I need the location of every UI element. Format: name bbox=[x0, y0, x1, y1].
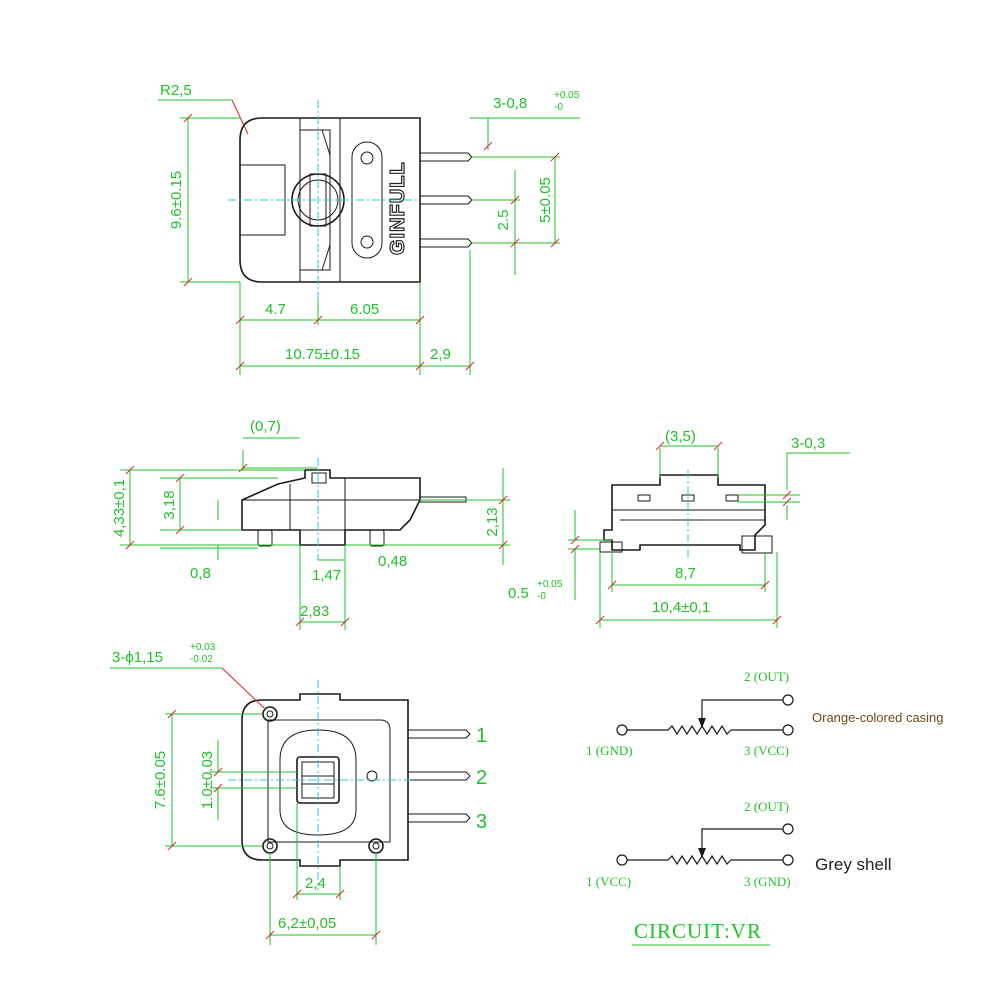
schematic-grey: 2 (OUT) 1 (VCC) 3 (GND) Grey shell bbox=[586, 799, 892, 889]
sch-b-note: Grey shell bbox=[815, 855, 892, 874]
dim-pin-width: 3-0,8 bbox=[493, 95, 527, 112]
brand-label: GINFULL bbox=[387, 161, 409, 255]
dim-hole-span: 6,2±0,05 bbox=[278, 915, 336, 932]
dim-pin-width-tol-up: +0.05 bbox=[554, 90, 580, 101]
sch-b-p3: 3 (GND) bbox=[744, 874, 791, 889]
dim-width-right: 6.05 bbox=[350, 301, 379, 318]
bottom-view: 1 2 3 3-ϕ1,15 +0.03 -0.02 7.6±0.05 1.0±0… bbox=[110, 642, 487, 945]
dim-end-standoff: 0.5 bbox=[508, 585, 529, 602]
dim-end-outer: 10,4±0,1 bbox=[652, 599, 710, 616]
dim-end-inner: 8,7 bbox=[675, 565, 696, 582]
schematic-orange: 2 (OUT) 1 (GND) 3 (VCC) Orange-colored c… bbox=[586, 669, 944, 758]
pin-2-label: 2 bbox=[476, 767, 487, 789]
circuit-title: CIRCUIT:VR bbox=[634, 919, 762, 943]
dim-top-gap: (0,7) bbox=[250, 418, 281, 435]
sch-a-note: Orange-colored casing bbox=[812, 710, 944, 725]
dim-radius: R2,5 bbox=[160, 82, 192, 99]
dim-body-height: 3,18 bbox=[161, 490, 178, 519]
dim-width-total: 10.75±0.15 bbox=[285, 346, 360, 363]
dim-mount-holes-tol-up: +0.03 bbox=[190, 642, 216, 653]
dim-shaft-width: 2,83 bbox=[300, 603, 329, 620]
sch-b-out: 2 (OUT) bbox=[744, 799, 789, 814]
sch-a-out: 2 (OUT) bbox=[744, 669, 789, 684]
dim-gap: 0,48 bbox=[378, 553, 407, 570]
dim-mount-holes: 3-ϕ1,15 bbox=[112, 649, 163, 666]
sch-a-p1: 1 (GND) bbox=[586, 743, 633, 758]
sch-b-p1: 1 (VCC) bbox=[586, 874, 631, 889]
dim-end-holes: 3-0,3 bbox=[791, 435, 825, 452]
sch-a-p3: 3 (VCC) bbox=[744, 743, 789, 758]
dim-height: 9.6±0.15 bbox=[168, 171, 185, 229]
dim-span: 5±0.05 bbox=[537, 177, 554, 223]
dim-end-standoff-tol-up: +0.05 bbox=[537, 579, 563, 590]
dim-pin-height: 2,13 bbox=[484, 507, 501, 536]
side-view: (0,7) 4,33±0,1 3,18 0,8 2,13 1,47 0,48 bbox=[111, 418, 510, 630]
dim-side-height: 4,33±0,1 bbox=[111, 479, 128, 537]
dim-foot: 0,8 bbox=[190, 565, 211, 582]
dim-width-left: 4.7 bbox=[265, 301, 286, 318]
dim-shaft: 1,47 bbox=[312, 567, 341, 584]
top-view: GINFULL 9.6±0.15 R2,5 3-0,8 +0.05 -0 2.5 bbox=[158, 82, 580, 375]
dim-end-slot: (3,5) bbox=[665, 428, 696, 445]
dim-bottom-height: 7.6±0.05 bbox=[152, 751, 169, 809]
end-view: (3,5) 3-0,3 0.5 +0.05 -0 8,7 10,4±0,1 bbox=[508, 428, 850, 628]
dim-end-standoff-tol-dn: -0 bbox=[537, 591, 546, 602]
dim-slot-width: 1.0±0.03 bbox=[199, 751, 216, 809]
dim-pin-width-tol-dn: -0 bbox=[554, 102, 563, 113]
dim-mount-holes-tol-dn: -0.02 bbox=[190, 654, 213, 665]
dim-slot-span: 2,4 bbox=[305, 875, 326, 892]
dim-pin-length: 2,9 bbox=[430, 346, 451, 363]
dim-pitch: 2.5 bbox=[495, 210, 512, 231]
pin-3-label: 3 bbox=[476, 811, 487, 833]
pin-1-label: 1 bbox=[476, 725, 487, 747]
